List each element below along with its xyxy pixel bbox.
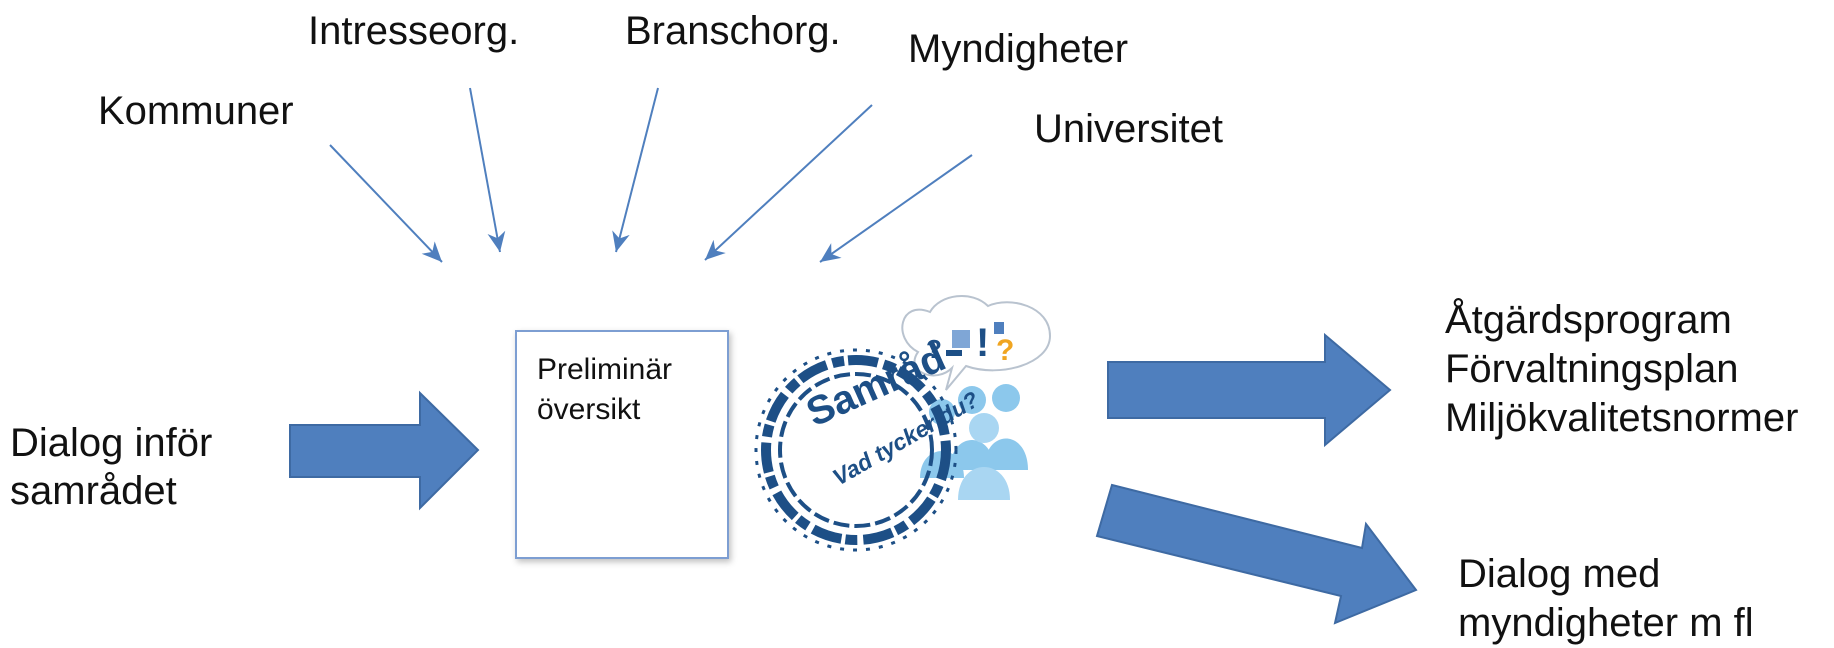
output-lower-item-2: myndigheter m fl (1458, 601, 1754, 645)
bubble-small-square-icon (994, 322, 1004, 334)
myndigheter-connector-arrow (704, 104, 873, 261)
output-upper-item-3: Miljökvalitetsnormer (1445, 396, 1799, 440)
bubble-square-icon (952, 330, 970, 348)
kommuner-connector-arrow (329, 144, 443, 263)
preliminary-overview-line1: Preliminär (537, 353, 673, 386)
preliminary-overview-box: Preliminär översikt (515, 330, 729, 559)
output-upper-item-2: Förvaltningsplan (1445, 347, 1739, 391)
input-block-arrow (289, 390, 480, 511)
input-label-line2: samrådet (10, 469, 177, 513)
source-intresseorg: Intresseorg. (308, 9, 520, 53)
source-kommuner: Kommuner (98, 89, 294, 133)
output-lower-block-arrow (1095, 483, 1418, 625)
intresseorg-connector-arrow (469, 87, 506, 253)
output-upper-block-arrow (1107, 332, 1392, 448)
output-upper-list: Åtgärdsprogram Förvaltningsplan Miljökva… (1445, 296, 1798, 443)
input-label-line1: Dialog inför (10, 421, 213, 465)
preliminary-overview-line2: översikt (537, 393, 641, 426)
output-lower-item-1: Dialog med (1458, 552, 1661, 596)
samrad-logo: ? ! ? (754, 294, 1052, 552)
preliminary-overview-label: Preliminär översikt (537, 350, 672, 430)
bubble-question-yellow-icon: ? (996, 334, 1014, 367)
speech-bubble (901, 294, 1052, 391)
source-branschorg: Branschorg. (625, 9, 841, 53)
bubble-bar-icon (946, 350, 962, 356)
bubble-question-icon: ? (926, 334, 942, 364)
universitet-connector-arrow (819, 154, 973, 263)
source-universitet: Universitet (1034, 107, 1223, 151)
source-myndigheter: Myndigheter (908, 27, 1129, 71)
branschorg-connector-arrow (612, 87, 659, 253)
output-upper-item-1: Åtgärdsprogram (1445, 298, 1732, 342)
output-lower-list: Dialog med myndigheter m fl (1458, 550, 1754, 648)
bubble-exclamation-icon: ! (976, 321, 989, 365)
